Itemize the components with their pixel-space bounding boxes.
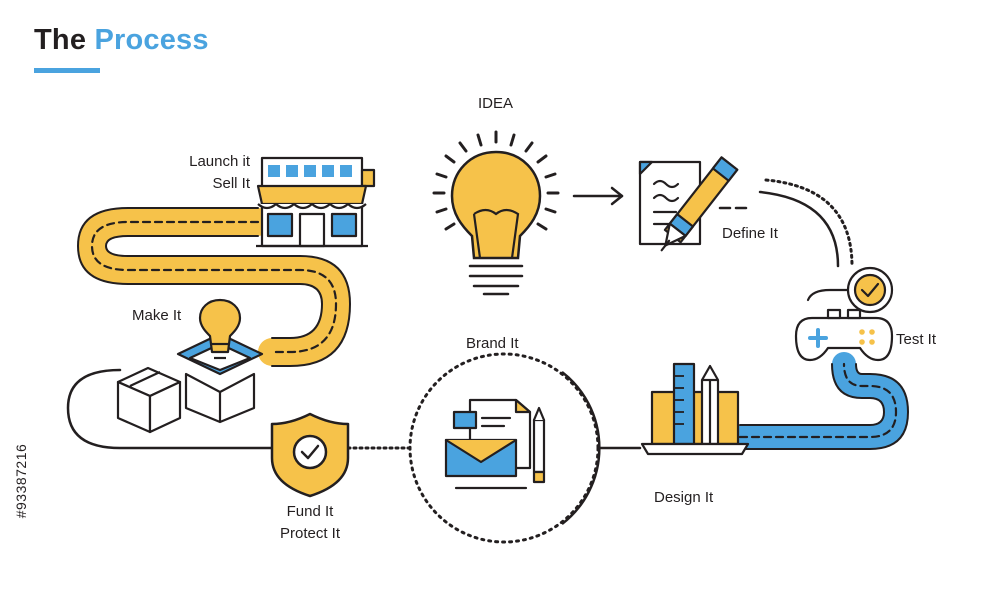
boxes-icon <box>116 298 264 434</box>
label-protect: Protect It <box>279 525 341 542</box>
loop-line <box>66 368 274 450</box>
laptop-ruler-pencil-icon <box>640 362 750 456</box>
label-define: Define It <box>722 225 778 242</box>
label-test: Test It <box>896 331 937 348</box>
label-brand: Brand It <box>466 335 519 352</box>
brand-circle <box>408 352 601 544</box>
stock-id: #93387216 <box>10 376 32 586</box>
title-underline <box>34 68 100 73</box>
stock-id-text: #93387216 <box>13 443 29 519</box>
envelope-icon <box>444 398 546 490</box>
document-pen-icon <box>638 156 739 252</box>
process-path <box>66 178 909 450</box>
shield-check-icon <box>270 412 350 498</box>
label-sell: Sell It <box>212 175 250 192</box>
blue-road-dash <box>738 362 898 439</box>
page-title: The Process <box>34 24 209 57</box>
label-fund: Fund It <box>286 503 334 520</box>
arc-dotted-define-test <box>764 178 854 268</box>
checkmark-badge-icon <box>806 266 894 314</box>
label-make: Make It <box>132 307 182 324</box>
gamepad-icon <box>794 308 894 362</box>
store-icon <box>256 156 376 248</box>
lightbulb-icon <box>432 130 560 296</box>
yellow-road-dash <box>90 220 338 354</box>
label-idea: IDEA <box>478 95 514 112</box>
label-launch: Launch it <box>189 153 250 170</box>
title-word-the: The <box>34 24 87 56</box>
title-word-process: Process <box>94 24 209 56</box>
arc-define-test <box>758 190 840 268</box>
label-design: Design It <box>654 489 714 506</box>
